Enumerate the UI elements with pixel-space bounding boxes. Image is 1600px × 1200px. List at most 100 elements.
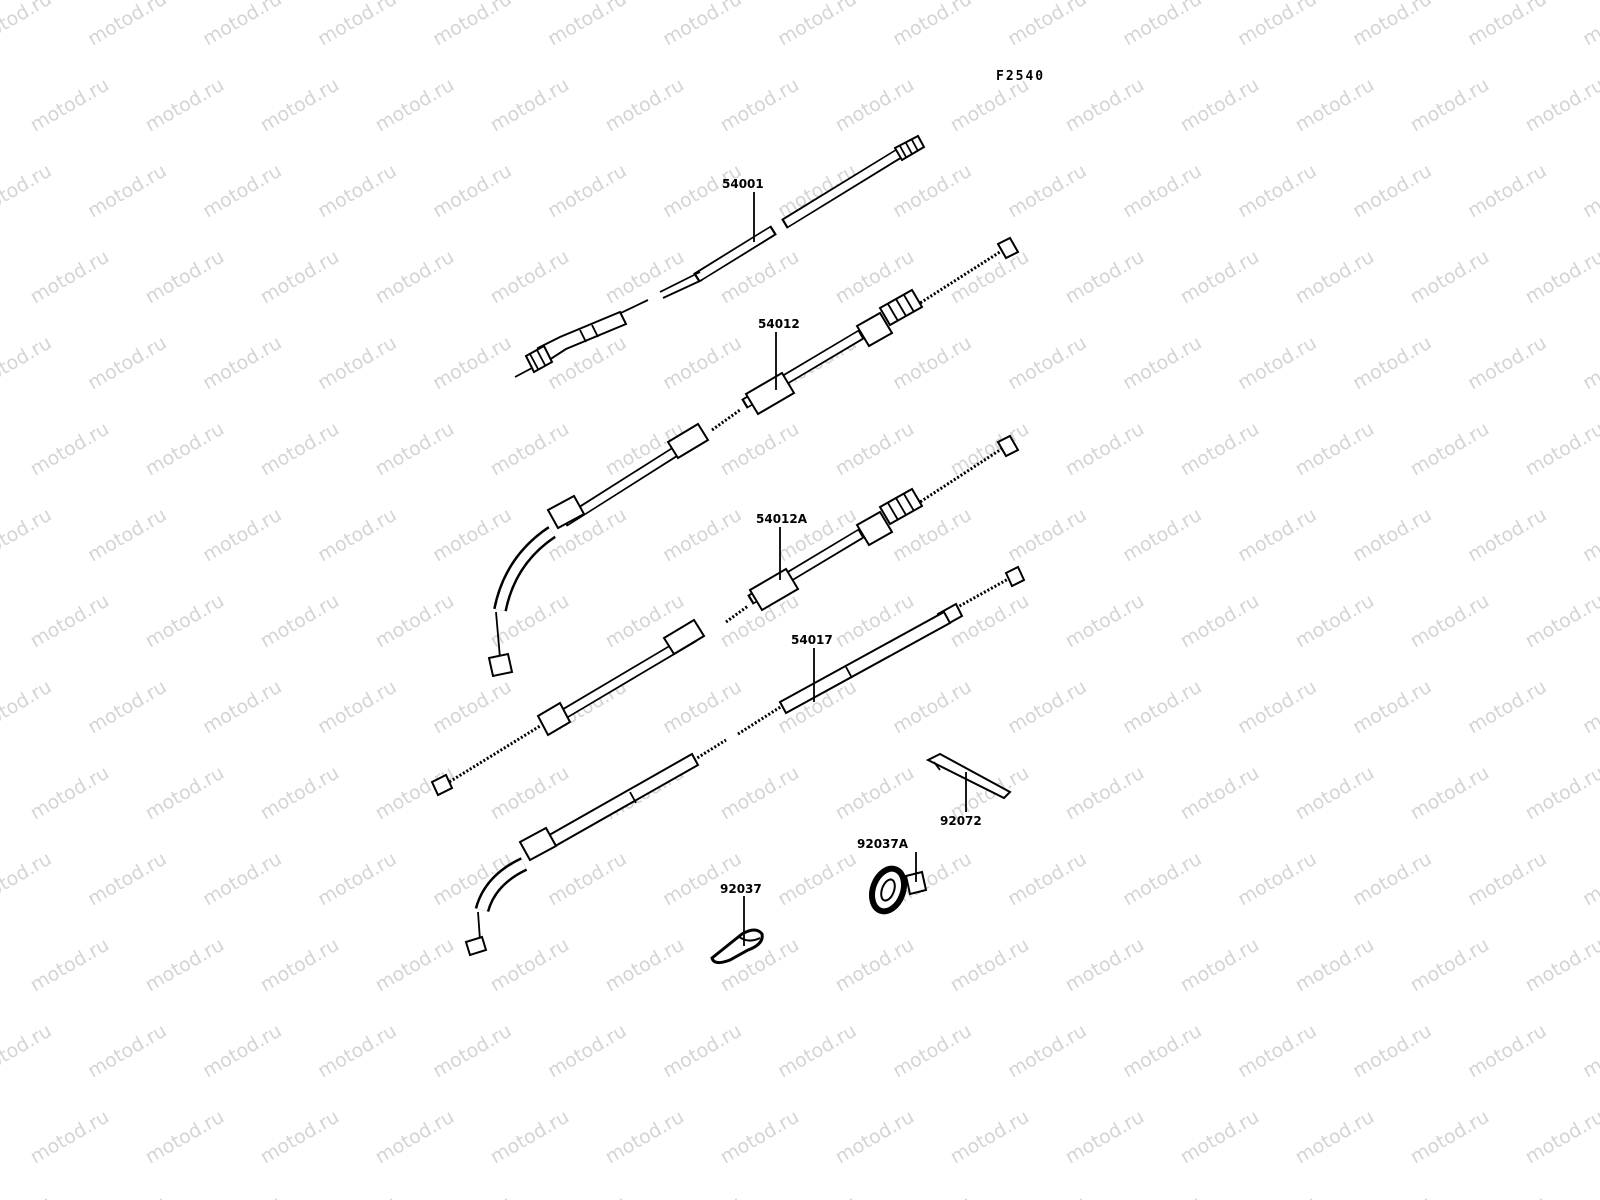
watermark-text: motod.ru (0, 160, 55, 223)
watermark-text: motod.ru (314, 160, 400, 223)
watermark-text: motod.ru (1522, 590, 1600, 653)
watermark-text: motod.ru (947, 246, 1033, 309)
watermark-text: motod.ru (429, 0, 515, 50)
watermark-text: motod.ru (1292, 1106, 1378, 1169)
watermark-text: motod.ru (1522, 246, 1600, 309)
watermark-text: motod.ru (1004, 848, 1090, 911)
watermark-text: motod.ru (84, 160, 170, 223)
part-label-54017: 54017 (791, 633, 833, 647)
watermark-text: motod.ru (659, 1020, 745, 1083)
watermark-text: motod.ru (1292, 934, 1378, 997)
watermark-text: motod.ru (1119, 332, 1205, 395)
part-label-92072: 92072 (940, 814, 982, 828)
watermark-text: motod.ru (1119, 160, 1205, 223)
watermark-text: motod.ru (1119, 1020, 1205, 1083)
watermark-text: motod.ru (487, 418, 573, 481)
watermark-text: motod.ru (1349, 332, 1435, 395)
watermark-text: motod.ru (257, 590, 343, 653)
watermark-text: motod.ru (659, 676, 745, 739)
watermark-text: motod.ru (889, 1020, 975, 1083)
watermark-text: motod.ru (1349, 676, 1435, 739)
watermark-text: motod.ru (84, 1192, 170, 1200)
watermark-text: motod.ru (1407, 934, 1493, 997)
watermark-text: motod.ru (1579, 848, 1600, 911)
part-label-54001: 54001 (722, 177, 764, 191)
watermark-text: motod.ru (84, 676, 170, 739)
watermark-text: motod.ru (1177, 590, 1263, 653)
watermark-text: motod.ru (1464, 676, 1550, 739)
watermark-text: motod.ru (1062, 1106, 1148, 1169)
watermark-text: motod.ru (314, 676, 400, 739)
watermark-text: motod.ru (1119, 1192, 1205, 1200)
watermark-text: motod.ru (717, 418, 803, 481)
watermark-text: motod.ru (1004, 332, 1090, 395)
watermark-text: motod.ru (429, 504, 515, 567)
clamp-92072 (925, 752, 1012, 812)
watermark-text: motod.ru (0, 1192, 55, 1200)
watermark-text: motod.ru (372, 246, 458, 309)
watermark-text: motod.ru (717, 74, 803, 137)
watermark-text: motod.ru (1464, 332, 1550, 395)
watermark-text: motod.ru (199, 848, 285, 911)
watermark-text: motod.ru (1522, 934, 1600, 997)
watermark-text: motod.ru (659, 504, 745, 567)
cable-54012A (430, 434, 1020, 797)
watermark-text: motod.ru (947, 1106, 1033, 1169)
watermark-text: motod.ru (372, 590, 458, 653)
watermark-text: motod.ru (947, 418, 1033, 481)
watermark-text: motod.ru (774, 848, 860, 911)
watermark-text: motod.ru (429, 160, 515, 223)
watermark-text: motod.ru (1579, 0, 1600, 50)
watermark-text: motod.ru (659, 160, 745, 223)
watermark-text: motod.ru (257, 246, 343, 309)
watermark-text: motod.ru (0, 0, 55, 50)
watermark-text: motod.ru (1407, 762, 1493, 825)
watermark-text: motod.ru (1234, 504, 1320, 567)
watermark-text: motod.ru (1062, 762, 1148, 825)
watermark-text: motod.ru (199, 1020, 285, 1083)
watermark-text: motod.ru (429, 1192, 515, 1200)
watermark-text: motod.ru (832, 762, 918, 825)
watermark-text: motod.ru (1234, 1020, 1320, 1083)
watermark-text: motod.ru (1407, 1106, 1493, 1169)
watermark-text: motod.ru (27, 246, 113, 309)
watermark-text: motod.ru (889, 1192, 975, 1200)
watermark-text: motod.ru (257, 74, 343, 137)
watermark-text: motod.ru (1062, 246, 1148, 309)
watermark-text: motod.ru (1292, 590, 1378, 653)
watermark-text: motod.ru (602, 246, 688, 309)
watermark-text: motod.ru (659, 0, 745, 50)
watermark-text: motod.ru (142, 934, 228, 997)
watermark-text: motod.ru (84, 0, 170, 50)
watermark-text: motod.ru (84, 332, 170, 395)
watermark-text: motod.ru (27, 1106, 113, 1169)
watermark-text: motod.ru (774, 0, 860, 50)
watermark-text: motod.ru (1177, 1106, 1263, 1169)
watermark-text: motod.ru (1579, 160, 1600, 223)
watermark-text: motod.ru (544, 0, 630, 50)
watermark-text: motod.ru (659, 848, 745, 911)
part-label-54012A: 54012A (756, 512, 808, 526)
watermark-text: motod.ru (1062, 418, 1148, 481)
watermark-text: motod.ru (1234, 0, 1320, 50)
cable-54017 (464, 565, 1026, 957)
watermark-text: motod.ru (1119, 676, 1205, 739)
watermark-text: motod.ru (774, 1020, 860, 1083)
watermark-text: motod.ru (1522, 418, 1600, 481)
watermark-text: motod.ru (372, 74, 458, 137)
watermark-text: motod.ru (717, 762, 803, 825)
watermark-text: motod.ru (199, 160, 285, 223)
watermark-text: motod.ru (889, 332, 975, 395)
watermark-text: motod.ru (1004, 0, 1090, 50)
cable-54012 (487, 236, 1020, 678)
watermark-text: motod.ru (1349, 1020, 1435, 1083)
watermark-text: motod.ru (544, 1020, 630, 1083)
watermark-text: motod.ru (257, 418, 343, 481)
watermark-text: motod.ru (1292, 418, 1378, 481)
watermark-text: motod.ru (0, 332, 55, 395)
watermark-text: motod.ru (199, 332, 285, 395)
watermark-text: motod.ru (314, 1020, 400, 1083)
watermark-text: motod.ru (717, 1106, 803, 1169)
watermark-text: motod.ru (0, 504, 55, 567)
